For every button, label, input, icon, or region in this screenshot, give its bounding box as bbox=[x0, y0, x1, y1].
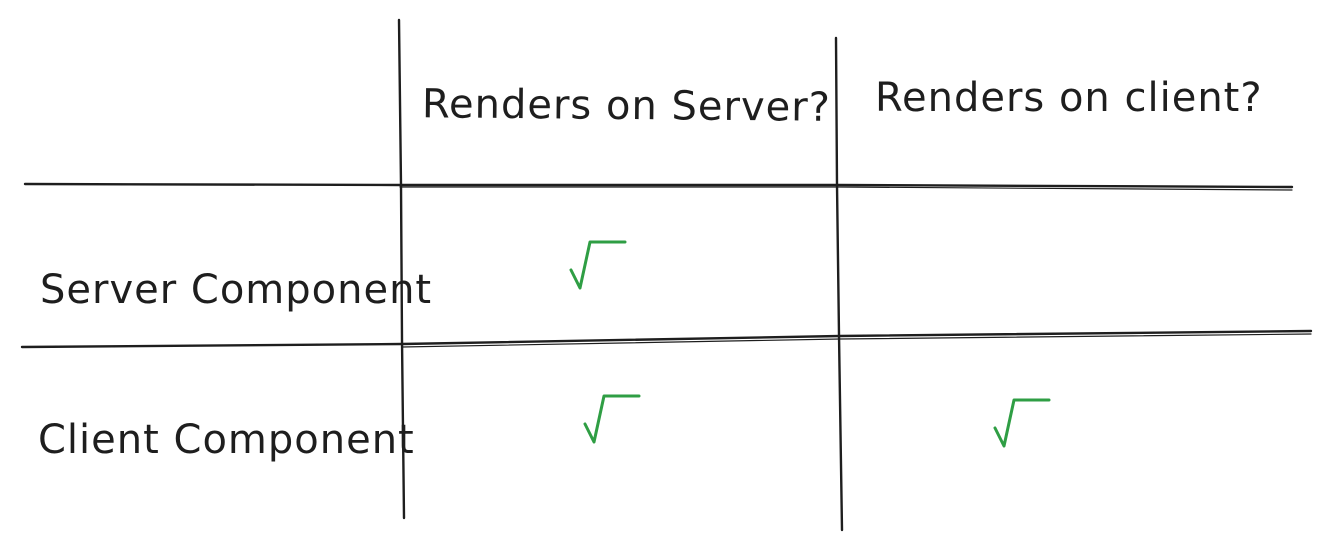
row-header-client-component: Client Component bbox=[38, 417, 415, 463]
check-icon bbox=[583, 394, 641, 444]
grid-line-horizontal-1 bbox=[23, 182, 1294, 189]
check-icon bbox=[569, 240, 627, 290]
grid-line-horizontal-2 bbox=[20, 329, 1313, 349]
row-header-server-component: Server Component bbox=[40, 267, 433, 313]
column-header-renders-on-client: Renders on client? bbox=[875, 75, 1263, 121]
grid-line-vertical-2 bbox=[834, 36, 844, 532]
grid-line-horizontal-2-overstroke bbox=[401, 333, 1312, 348]
grid-line-vertical-1 bbox=[397, 18, 406, 520]
grid-line-horizontal-1-overstroke bbox=[399, 186, 1293, 191]
column-header-renders-on-server: Renders on Server? bbox=[421, 81, 832, 131]
check-icon bbox=[993, 398, 1051, 448]
